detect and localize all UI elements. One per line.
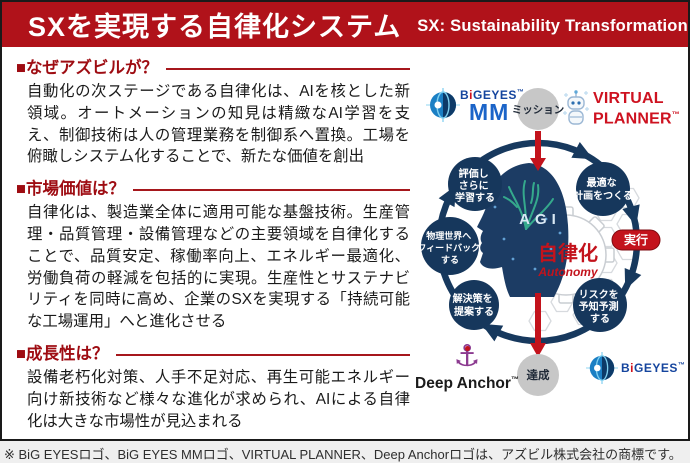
autonomy-ja-label: 自律化 [538, 241, 598, 265]
node-line: 評価し [459, 167, 489, 180]
robot-icon [563, 90, 589, 125]
brain-tree [503, 180, 554, 230]
autonomy-cycle-diagram: AGI 自律化 Autonomy [417, 88, 661, 396]
node-line: 予知予測 [579, 300, 619, 313]
bigeyes-mm-wordmark: BiGEYES™ [460, 88, 525, 102]
deep-anchor-logo: ⚓ Deep Anchor™ [414, 342, 520, 392]
section-title: ■なぜアズビルが？ [16, 59, 158, 77]
node-make-plan: 最適な 計画をつくる [573, 162, 633, 216]
agi-label: AGI [519, 211, 561, 228]
section-title: ■市場価値は？ [16, 180, 125, 199]
achieve-node [517, 354, 559, 396]
svg-text:物理世界へ フィードバック: 物理世界へ フィードバック する [417, 230, 482, 265]
anchor-red-dot [464, 346, 470, 351]
section-market-value: ■市場価値は？ 自律化は、製造業全体に適用可能な基盤技術。生産管理・品質管理・設… [16, 179, 410, 333]
title-rule-line [116, 354, 410, 356]
node-propose-solution: 解決策を 提案する [449, 280, 499, 330]
achieve-arrow [530, 293, 546, 357]
trademark-note: ※ BiG EYESロゴ、BiG EYES MMロゴ、VIRTUAL PLANN… [4, 447, 682, 462]
svg-text:リスクを 予知予測: リスクを 予知予測 する [579, 289, 622, 325]
section-body: 自動化の次ステージである自律化は、AIを核とした新領域。オートメーションの知見は… [27, 83, 410, 166]
node-line: する [590, 313, 610, 325]
node-line: 提案する [454, 305, 494, 318]
node-line: 解決策を [453, 292, 493, 305]
header-band: SXを実現する自律化システム SX: Sustainability Transf… [2, 2, 688, 47]
execute-label: 実行 [624, 232, 648, 247]
mm-label: MM [469, 99, 510, 125]
title-rule-line [165, 68, 410, 70]
section-why-azbil: ■なぜアズビルが？ 自動化の次ステージである自律化は、AIを核とした新領域。オー… [16, 58, 410, 168]
section-title-row: ■市場価値は？ [16, 179, 410, 199]
bigeyes-wordmark: BiGEYES™ [621, 361, 686, 375]
achieve-label: 達成 [527, 368, 550, 382]
bigeyes-eye-icon [586, 352, 618, 384]
bigeyes-logo: BiGEYES™ [586, 352, 685, 384]
node-line: 最適な [587, 176, 617, 189]
node-line: する [441, 255, 459, 265]
node-predict-risk: リスクを 予知予測 する [573, 278, 627, 332]
node-line: 学習する [455, 191, 495, 204]
node-line: リスクを [579, 289, 619, 301]
mission-node [517, 88, 559, 130]
agi-head-illustration: AGI [477, 163, 569, 297]
slide-frame: SXを実現する自律化システム SX: Sustainability Transf… [0, 0, 690, 441]
node-evaluate-learn: 評価し さらに 学習する [448, 157, 502, 211]
page-subtitle: SX: Sustainability Transformation [417, 17, 688, 35]
node-feedback-physical: 物理世界へ フィードバック する [417, 217, 482, 275]
section-body: 自律化は、製造業全体に適用可能な基盤技術。生産管理・品質管理・設備管理などの主要… [27, 204, 410, 331]
anchor-icon: ⚓ [453, 340, 481, 373]
text-column: ■なぜアズビルが？ 自動化の次ステージである自律化は、AIを核とした新領域。オー… [16, 58, 410, 443]
node-line: さらに [459, 180, 489, 192]
section-title-row: ■なぜアズビルが？ [16, 58, 410, 78]
node-line: 物理世界へ [426, 230, 471, 241]
mission-arrow [530, 131, 546, 171]
bigeyes-eye-icon [426, 88, 460, 122]
node-line: 計画をつくる [573, 189, 633, 202]
section-growth: ■成長性は？ 設備老朽化対策、人手不足対応、再生可能エネルギー向け新技術など様々… [16, 344, 410, 432]
svg-text:最適な 計画をつくる: 最適な 計画をつくる [573, 176, 633, 202]
page-title: SXを実現する自律化システム [28, 12, 402, 42]
node-line: フィードバック [417, 243, 480, 253]
mission-label: ミッション [512, 104, 565, 116]
execute-pill: 実行 [611, 229, 661, 251]
autonomy-en-label: Autonomy [537, 265, 599, 279]
virtual-planner-logo: VIRTUAL PLANNER™ [562, 88, 680, 128]
section-title-row: ■成長性は？ [16, 344, 410, 364]
virtual-planner-wordmark: VIRTUAL PLANNER™ [593, 90, 680, 128]
section-title: ■成長性は？ [16, 344, 109, 363]
bigeyes-mm-logo: BiGEYES™ MM [426, 88, 525, 125]
deep-anchor-wordmark: Deep Anchor™ [415, 375, 519, 393]
svg-text:解決策を 提案する: 解決策を 提案する [453, 292, 496, 318]
section-body: 設備老朽化対策、人手不足対応、再生可能エネルギー向け新技術など様々な進化が求めら… [27, 368, 410, 430]
title-rule-line [132, 189, 410, 191]
svg-text:評価し さらに 学習: 評価し さらに 学習する [455, 167, 495, 204]
